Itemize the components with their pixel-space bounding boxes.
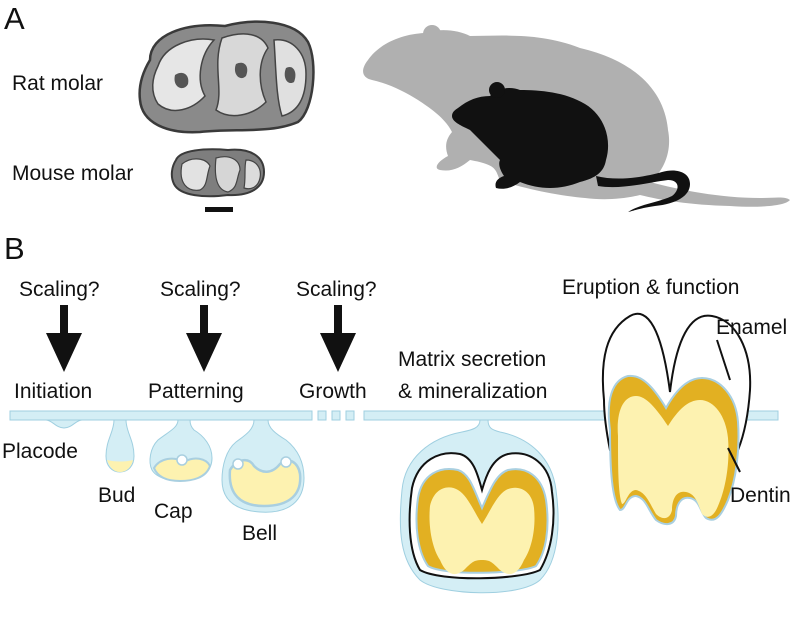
- cap-label: Cap: [154, 500, 193, 523]
- mouse-molar-label: Mouse molar: [12, 162, 134, 185]
- eruption-label: Eruption & function: [562, 276, 740, 299]
- patterning-label: Patterning: [148, 380, 244, 403]
- matrix-tooth-stage: [399, 419, 559, 594]
- initiation-label: Initiation: [14, 380, 93, 403]
- rat-molar-label: Rat molar: [12, 72, 104, 95]
- bud-label: Bud: [98, 484, 136, 507]
- arrow-scaling-1: [46, 305, 82, 372]
- arrow-scaling-3: [320, 305, 356, 372]
- panel-label-a: A: [4, 1, 25, 36]
- epithelium-line: [9, 410, 779, 421]
- dentin-label: Dentin: [730, 484, 791, 507]
- mouse-silhouette-icon: [452, 82, 690, 212]
- scaling-label-3: Scaling?: [296, 278, 377, 301]
- erupted-tooth-stage: [601, 312, 752, 526]
- placode-label: Placode: [2, 440, 78, 463]
- scaling-label-1: Scaling?: [19, 278, 100, 301]
- enamel-label: Enamel: [716, 316, 788, 339]
- bud-stage: [105, 419, 135, 473]
- scaling-label-2: Scaling?: [160, 278, 241, 301]
- growth-label: Growth: [299, 380, 367, 403]
- matrix-label-line1: Matrix secretion: [398, 348, 547, 371]
- scale-bar: [205, 207, 233, 212]
- mouse-molar-image: [170, 148, 266, 198]
- rat-molar-image: [138, 20, 315, 134]
- placode-stage: [45, 419, 83, 429]
- arrow-scaling-2: [186, 305, 222, 372]
- panel-label-b: B: [4, 231, 25, 266]
- cap-stage: [149, 419, 213, 483]
- bell-label: Bell: [242, 522, 278, 545]
- bell-stage: [221, 419, 305, 513]
- matrix-label-line2: & mineralization: [398, 380, 548, 403]
